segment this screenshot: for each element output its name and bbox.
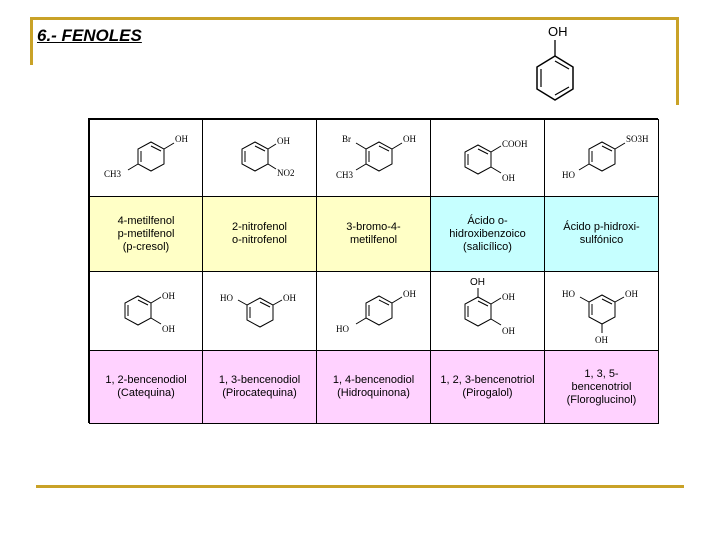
- svg-text:OH: OH: [502, 326, 515, 336]
- page-title: 6.- FENOLES: [37, 26, 142, 45]
- svg-text:Br: Br: [342, 134, 351, 144]
- svg-text:HO: HO: [220, 293, 233, 303]
- structure-hidroquinona: OH HO: [336, 289, 416, 334]
- label-pirogalol: 1, 2, 3-bencenotriol(Pirogalol): [430, 350, 545, 424]
- deco-top-line: [30, 17, 678, 20]
- label-acido-sulfonico: Ácido p-hidroxi-sulfónico: [544, 196, 659, 272]
- svg-text:NO2: NO2: [277, 168, 295, 178]
- structure-cell-salicilico: COOH OH: [430, 119, 545, 197]
- deco-bottom-line: [36, 485, 684, 488]
- svg-text:OH: OH: [625, 289, 638, 299]
- svg-text:HO: HO: [562, 170, 575, 180]
- structure-cell-hidroquinona: OH HO: [316, 271, 431, 351]
- svg-text:SO3H: SO3H: [626, 134, 649, 144]
- structure-pirogalol: OH OH OH: [464, 277, 515, 336]
- structure-cell-3-bromo: OH Br CH3: [316, 119, 431, 197]
- deco-right-bar: [676, 17, 679, 105]
- structure-3-bromo-4-metilfenol: OH Br CH3: [336, 134, 416, 180]
- svg-text:OH: OH: [162, 291, 175, 301]
- structure-pirocatequina: OH HO: [220, 293, 296, 328]
- deco-left-bar: [30, 17, 33, 65]
- phenols-table: OH CH3 OH NO2 OH Br CH3: [88, 118, 659, 424]
- svg-text:OH: OH: [403, 289, 416, 299]
- structure-floroglucinol: OH HO OH: [562, 289, 638, 345]
- svg-text:OH: OH: [502, 292, 515, 302]
- label-floroglucinol: 1, 3, 5-bencenotriol(Floroglucinol): [544, 350, 659, 424]
- label-hidroquinona: 1, 4-bencenodiol(Hidroquinona): [316, 350, 431, 424]
- svg-text:OH: OH: [502, 173, 515, 183]
- structure-cell-pirogalol: OH OH OH: [430, 271, 545, 351]
- svg-text:CH3: CH3: [104, 169, 122, 179]
- svg-text:OH: OH: [403, 134, 416, 144]
- label-3-bromo-4-metilfenol: 3-bromo-4-metilfenol: [316, 196, 431, 272]
- structure-4-metilfenol: OH CH3: [104, 134, 188, 179]
- svg-text:OH: OH: [470, 277, 485, 288]
- svg-text:COOH: COOH: [502, 139, 528, 149]
- svg-text:OH: OH: [595, 335, 608, 345]
- structure-cell-sulfonico: SO3H HO: [544, 119, 659, 197]
- structure-cell-pirocatequina: OH HO: [202, 271, 317, 351]
- svg-text:HO: HO: [336, 324, 349, 334]
- structure-cell-floroglucinol: OH HO OH: [544, 271, 659, 351]
- svg-text:OH: OH: [162, 324, 175, 334]
- svg-text:CH3: CH3: [336, 170, 354, 180]
- svg-text:HO: HO: [562, 289, 575, 299]
- structure-catequina: OH OH: [124, 291, 175, 334]
- svg-text:OH: OH: [175, 134, 188, 144]
- structure-cell-2-nitrofenol: OH NO2: [202, 119, 317, 197]
- structure-cell-catequina: OH OH: [89, 271, 203, 351]
- svg-text:OH: OH: [277, 136, 290, 146]
- structure-2-nitrofenol: OH NO2: [241, 136, 295, 178]
- structure-acido-salicilico: COOH OH: [464, 139, 528, 183]
- label-catequina: 1, 2-bencenodiol(Catequina): [89, 350, 203, 424]
- label-pirocatequina: 1, 3-bencenodiol(Pirocatequina): [202, 350, 317, 424]
- svg-text:OH: OH: [283, 293, 296, 303]
- structure-acido-hidroxisulfonico: SO3H HO: [562, 134, 649, 180]
- label-acido-salicilico: Ácido o-hidroxibenzoico(salicílico): [430, 196, 545, 272]
- phenol-structure: OH: [536, 24, 574, 101]
- structure-cell-4-metilfenol: OH CH3: [89, 119, 203, 197]
- phenol-oh-label: OH: [548, 24, 568, 39]
